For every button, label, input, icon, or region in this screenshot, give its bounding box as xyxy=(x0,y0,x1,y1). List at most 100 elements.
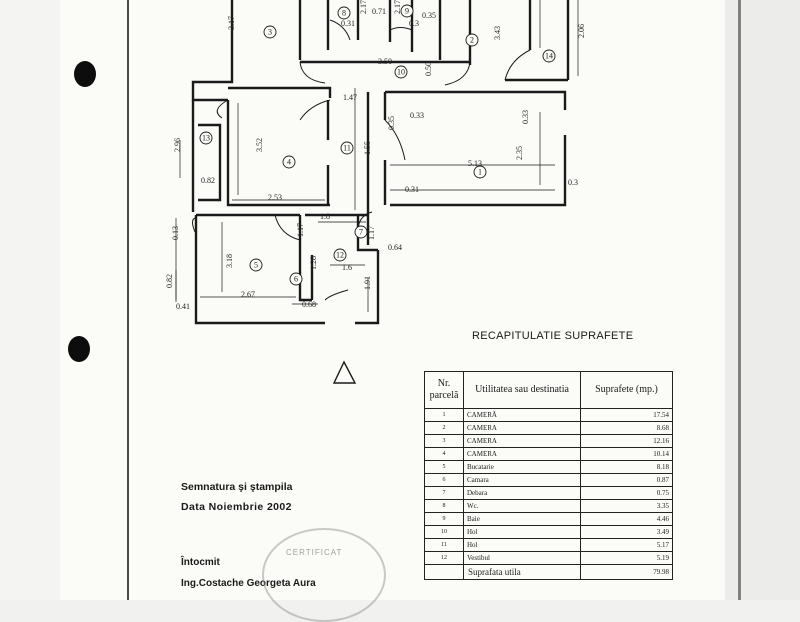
paper-margin-right xyxy=(725,0,800,600)
cell-supr: 12.16 xyxy=(580,434,673,448)
dimension-label: 3.18 xyxy=(225,254,234,268)
dimension-label: 3.43 xyxy=(493,26,502,40)
cell-supr: 8.18 xyxy=(580,460,673,474)
room-marker-3: 3 xyxy=(263,25,277,39)
room-marker-5: 5 xyxy=(249,258,263,272)
room-circle xyxy=(263,25,277,39)
official-stamp xyxy=(262,528,386,622)
dimension-label: 0.13 xyxy=(171,226,180,240)
cell-nr: 1 xyxy=(424,408,464,422)
cell-util: Bucatarie xyxy=(463,460,581,474)
cell-supr: 5.19 xyxy=(580,551,673,565)
cell-supr: 17.54 xyxy=(580,408,673,422)
cell-nr: 7 xyxy=(424,486,464,500)
dimension-label: 3.52 xyxy=(255,138,264,152)
plan-walls xyxy=(191,0,570,325)
dimension-label: 0.33 xyxy=(521,110,530,124)
dimension-label: 0.33 xyxy=(410,111,424,120)
cell-supr: 0.87 xyxy=(580,473,673,487)
room-marker-11: 11 xyxy=(340,141,354,155)
dimension-label: 2.53 xyxy=(268,193,282,202)
dimension-label: 1.55 xyxy=(363,141,372,155)
cell-nr: 10 xyxy=(424,525,464,539)
room-marker-1: 1 xyxy=(473,165,487,179)
col-header-nr: Nr. parcelă xyxy=(424,371,464,409)
dimension-label: 1.8 xyxy=(320,212,330,221)
room-number: 5 xyxy=(254,261,258,270)
dimension-label: 1.28 xyxy=(309,256,318,270)
dimension-label: 0.41 xyxy=(176,302,190,311)
dimension-label: 0.35 xyxy=(422,11,436,20)
room-number: 7 xyxy=(359,228,363,237)
dimension-label: 1.17 xyxy=(367,226,376,240)
dimension-label: 1.6 xyxy=(342,263,352,272)
total-label: Suprafata utila xyxy=(463,564,581,580)
room-circle xyxy=(337,6,351,20)
date-line: Data Noiembrie 2002 xyxy=(181,501,292,513)
dimension-label: 5.13 xyxy=(468,159,482,168)
room-marker-14: 14 xyxy=(542,49,556,63)
dimension-label: 0.3 xyxy=(568,178,578,187)
room-number: 12 xyxy=(336,251,344,260)
room-number: 10 xyxy=(397,68,405,77)
room-marker-13: 13 xyxy=(199,131,213,145)
cell-nr: 2 xyxy=(424,421,464,435)
dimension-label: 0.31 xyxy=(341,19,355,28)
cell-supr: 4.46 xyxy=(580,512,673,526)
room-number: 9 xyxy=(405,7,409,16)
dimension-label: 1.47 xyxy=(343,93,357,102)
cell-util: CAMERA xyxy=(463,434,581,448)
cell-supr: 10.14 xyxy=(580,447,673,461)
cell-supr: 3.35 xyxy=(580,499,673,513)
dimension-label: 0.82 xyxy=(165,274,174,288)
dimension-label: 2.17 xyxy=(393,0,402,14)
room-circle xyxy=(340,141,354,155)
cell-nr: 5 xyxy=(424,460,464,474)
dimension-label: 3.17 xyxy=(227,16,236,30)
dimension-label: 1.91 xyxy=(363,276,372,290)
room-marker-9: 9 xyxy=(400,4,414,18)
cell-nr: 12 xyxy=(424,551,464,565)
room-circle xyxy=(282,155,296,169)
sheet-border-line xyxy=(127,0,129,600)
room-marker-10: 10 xyxy=(394,65,408,79)
room-circle xyxy=(400,4,414,18)
room-number: 8 xyxy=(342,9,346,18)
room-marker-2: 2 xyxy=(465,33,479,47)
col-header-util: Utilitatea sau destinatia xyxy=(463,371,581,409)
door-swings xyxy=(192,19,531,301)
room-marker-7: 7 xyxy=(354,225,368,239)
room-circle xyxy=(542,49,556,63)
cell-nr: 6 xyxy=(424,473,464,487)
room-number: 13 xyxy=(202,134,210,143)
room-circle xyxy=(354,225,368,239)
room-marker-12: 12 xyxy=(333,248,347,262)
room-circle xyxy=(333,248,347,262)
dimension-label: 0.50 xyxy=(424,62,433,76)
cell-nr: 8 xyxy=(424,499,464,513)
punch-hole-bottom xyxy=(68,336,90,362)
cell-util: Vestibul xyxy=(463,551,581,565)
dimension-label: 3.50 xyxy=(378,57,392,66)
punch-hole-top xyxy=(74,61,96,87)
room-marker-4: 4 xyxy=(282,155,296,169)
room-number: 11 xyxy=(343,144,351,153)
total-blank-cell xyxy=(424,564,464,580)
room-number: 1 xyxy=(478,168,482,177)
cell-util: CAMERA xyxy=(463,447,581,461)
room-number: 3 xyxy=(268,28,272,37)
room-number: 6 xyxy=(294,275,298,284)
room-circle xyxy=(394,65,408,79)
